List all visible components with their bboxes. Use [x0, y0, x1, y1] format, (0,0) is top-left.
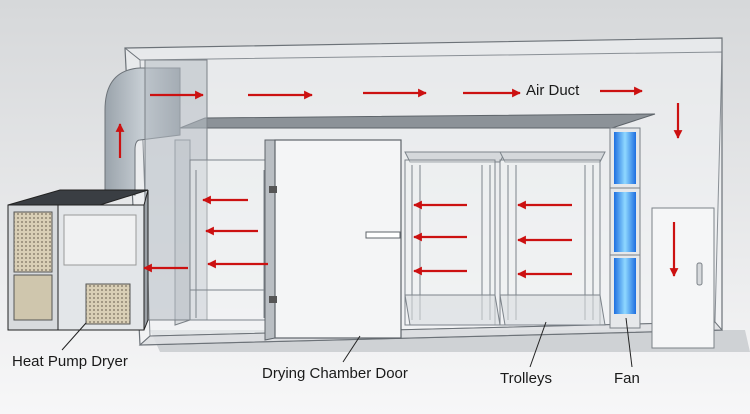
air-duct-pipe — [104, 59, 208, 321]
heat-pump-dryer-unit — [7, 189, 149, 331]
air-duct-label: Air Duct — [526, 82, 580, 99]
airflow-arrows — [115, 86, 683, 279]
fan-label: Fan — [614, 370, 640, 387]
leader-line-fan — [625, 317, 633, 368]
leader-line-door — [342, 335, 361, 363]
leader-lines — [61, 317, 633, 368]
trolley-3 — [499, 151, 606, 326]
drying-chamber-door-label: Drying Chamber Door — [262, 365, 408, 382]
drying-chamber-door — [264, 139, 402, 341]
trolley-1 — [189, 159, 271, 321]
fan-unit — [609, 127, 641, 329]
trolleys-label: Trolleys — [500, 370, 552, 387]
leader-line-dryer — [61, 322, 87, 351]
heat-pump-dryer-label: Heat Pump Dryer — [12, 353, 128, 370]
control-cabinet — [651, 207, 715, 349]
leader-line-trolleys — [529, 321, 547, 368]
trolley-2 — [404, 151, 506, 326]
